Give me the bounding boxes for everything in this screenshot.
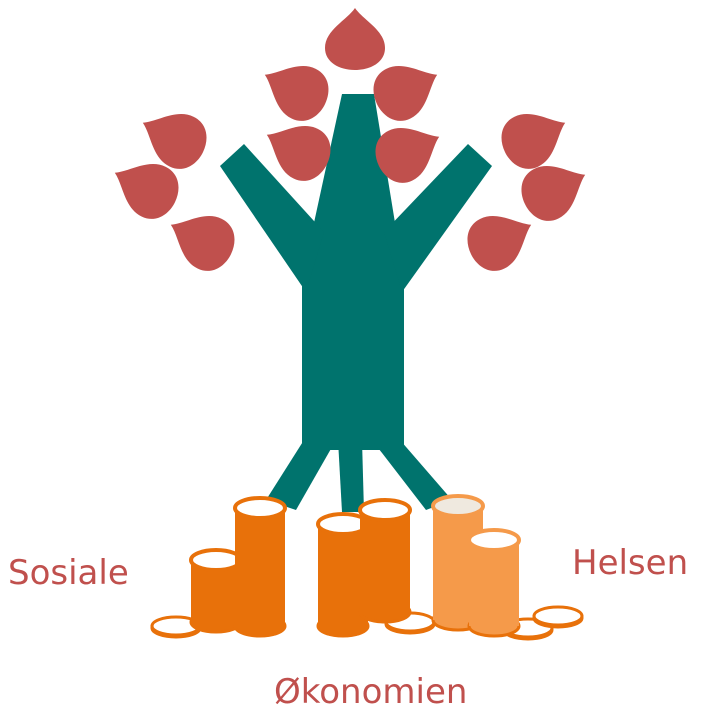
label-okonomien: Økonomien	[274, 672, 468, 712]
coin-stacks	[150, 494, 584, 641]
coin-stack	[358, 498, 412, 624]
branch-left	[220, 144, 324, 292]
coin-stack	[189, 548, 243, 634]
root-left	[266, 440, 336, 510]
coin-stack	[467, 528, 521, 638]
leaf	[158, 199, 244, 279]
stack-top	[431, 494, 485, 518]
leaf	[325, 8, 385, 70]
root-right	[372, 440, 452, 510]
coin-face	[532, 605, 584, 627]
flat-coin	[532, 605, 584, 629]
tree-trunk	[220, 94, 492, 512]
stack-top	[189, 548, 243, 572]
stack-top	[233, 496, 287, 520]
stack-body	[469, 540, 519, 626]
stack-body	[360, 510, 410, 612]
leaf	[492, 97, 578, 177]
trunk-main	[302, 94, 404, 450]
stack-top	[467, 528, 521, 552]
label-helsen: Helsen	[572, 543, 689, 583]
stack-top	[358, 498, 412, 522]
label-sosiale: Sosiale	[8, 553, 129, 593]
stack-body	[235, 508, 285, 626]
branch-right	[384, 144, 492, 292]
leaf	[130, 97, 216, 177]
coin-stack	[233, 496, 287, 638]
leaf	[252, 49, 338, 129]
root-middle	[338, 440, 364, 512]
